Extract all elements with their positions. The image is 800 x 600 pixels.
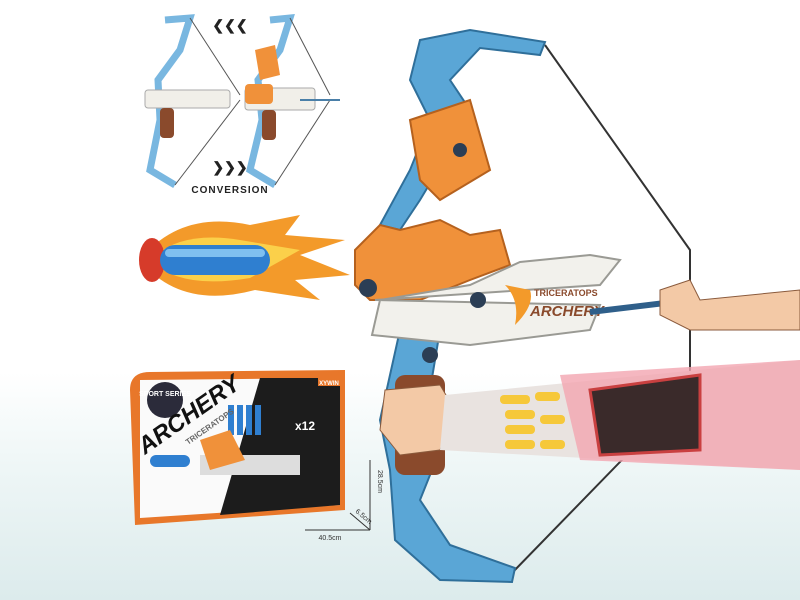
- bow-body: [370, 253, 622, 347]
- inset-bow-body-left: [144, 89, 231, 109]
- bow-riser: [354, 98, 622, 363]
- decal-triceratops: TRICERATOPS: [534, 288, 598, 298]
- package-badge: SPORT SERIES: [139, 391, 191, 398]
- package-box: [130, 370, 345, 525]
- dim-height: 28.5cm: [376, 470, 383, 493]
- dart-count: x12: [295, 419, 315, 433]
- package-brand: XYWIN: [319, 381, 339, 387]
- conversion-arrows-left: ❮❮❮: [212, 17, 247, 34]
- conversion-caption: CONVERSION: [191, 185, 268, 196]
- flaming-dart: [139, 215, 350, 300]
- draw-hand: [659, 279, 800, 331]
- arm-bracer: [440, 360, 800, 470]
- dim-width: 40.5cm: [319, 535, 342, 542]
- conversion-arrows-right: ❯❯❯: [212, 159, 247, 176]
- dimension-lines: [305, 460, 371, 531]
- decal-archery: ARCHERY: [529, 303, 606, 320]
- conversion-inset: [144, 13, 340, 189]
